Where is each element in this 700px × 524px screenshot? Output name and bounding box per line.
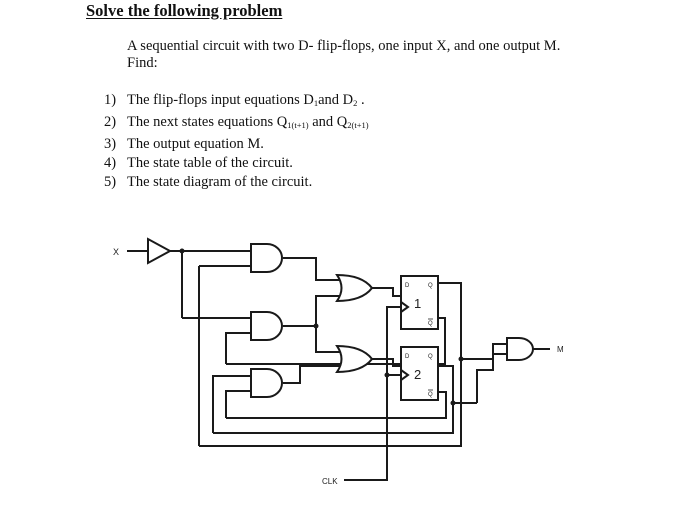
clock-label: CLK: [322, 477, 338, 486]
problem-heading: Solve the following problem: [86, 1, 283, 20]
and-gate-1: [250, 243, 283, 273]
svg-text:Q: Q: [428, 392, 433, 398]
and-gate-2: [250, 311, 283, 341]
svg-text:Q: Q: [428, 354, 433, 360]
task-list: 1)The flip-flops input equations D1and D…: [104, 91, 369, 192]
input-x-label: X: [113, 247, 119, 257]
flip-flop-2-number: 2: [414, 367, 421, 382]
svg-text:Q: Q: [428, 283, 433, 289]
statement-line-2: Find:: [127, 55, 158, 71]
output-and-gate: [506, 337, 534, 361]
problem-statement: A sequential circuit with two D- flip-fl…: [127, 38, 560, 72]
task-5: 5)The state diagram of the circuit.: [104, 174, 313, 190]
svg-text:D: D: [405, 354, 410, 360]
flip-flop-1-number: 1: [414, 296, 421, 311]
statement-line-1: A sequential circuit with two D- flip-fl…: [127, 38, 561, 54]
task-1: 1)The flip-flops input equations D1and D…: [104, 92, 365, 108]
or-gate-2: [335, 344, 374, 374]
or-gate-1: [335, 273, 374, 303]
task-4: 4)The state table of the circuit.: [104, 155, 293, 171]
output-m-label: M: [557, 345, 564, 354]
svg-text:D: D: [405, 283, 410, 289]
and-gate-3: [250, 368, 283, 398]
svg-text:Q: Q: [428, 321, 433, 327]
flip-flop-1: D Q 1 Q: [400, 275, 439, 330]
task-2: 2)The next states equations Q1(t+1) and …: [104, 114, 369, 130]
input-buffer: [147, 237, 173, 265]
task-3: 3)The output equation M.: [104, 136, 264, 152]
flip-flop-2: D Q 2 Q: [400, 346, 439, 401]
